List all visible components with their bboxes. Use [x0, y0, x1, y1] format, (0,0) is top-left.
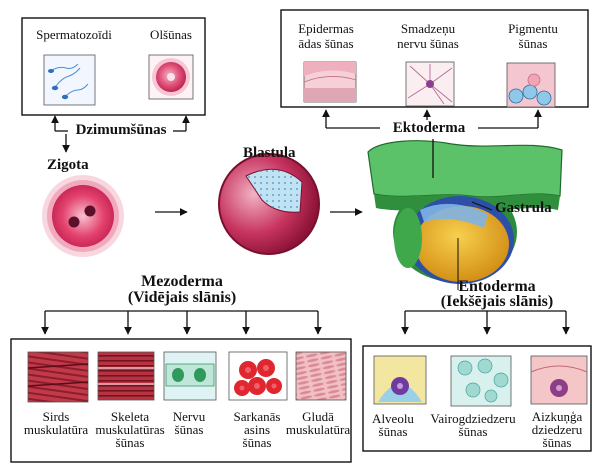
cardiac-muscle-image: [27, 351, 89, 403]
endoderm-bracket: [401, 310, 570, 335]
mesoderm-cell-nerve-line1: Nervu: [172, 409, 206, 424]
ectoderm-cell-epidermis-line2: ādas šūnas: [298, 36, 354, 51]
ectoderm-bracket: [322, 109, 542, 178]
ectoderm-cell-epidermis-line1: Epidermas: [298, 21, 354, 36]
mesoderm-cell-cardiac-line2: muskulatūra: [23, 422, 89, 437]
endoderm-cell-thyroid-line2: šūnas: [458, 424, 488, 439]
skeletal-muscle-image: [97, 351, 155, 401]
egg-label: Olšūnas: [150, 27, 192, 42]
endoderm-cell-pancreatic-line1: Aizkuņģa: [531, 409, 583, 424]
ectoderm-title: Ektoderma: [392, 120, 466, 136]
germ-cells-bracket: [51, 115, 190, 153]
alveolar-cells-image: [373, 355, 427, 405]
germ-cells-title: Dzimumšūnas: [75, 122, 167, 138]
ectoderm-cell-nerve-line2: nervu šūnas: [397, 36, 459, 51]
epidermis-image: [303, 61, 357, 103]
mesoderm-subtitle: (Vidējais slānis): [127, 289, 237, 306]
pancreatic-cells-image: [530, 355, 588, 405]
mesoderm-title: Mezoderma: [141, 273, 223, 290]
endoderm-cell-thyroid-line1: Vairogdziedzeru: [430, 411, 516, 426]
mesoderm-cell-cardiac-line1: Sirds: [42, 409, 70, 424]
brain-nerve-image: [405, 61, 455, 107]
endoderm-cell-alveolar-line2: šūnas: [378, 424, 408, 439]
red-blood-cells-image: [228, 351, 288, 401]
zygote-image: [42, 175, 124, 257]
smooth-muscle-image: [295, 351, 347, 401]
mesoderm-cell-skeletal-line2: muskulatūras: [95, 422, 165, 437]
endoderm-cell-pancreatic-line3: šūnas: [542, 435, 572, 450]
egg-image: [148, 54, 194, 100]
pigment-image: [506, 62, 556, 108]
blastula-image: [218, 153, 320, 255]
gastrula-pointer: [471, 201, 493, 211]
endoderm-cell-alveolar-line1: Alveolu: [372, 411, 414, 426]
nerve-cells-image: [163, 351, 217, 401]
ectoderm-cell-pigment-line2: šūnas: [518, 36, 548, 51]
blastula-label: Blastula: [243, 145, 296, 161]
sperm-label: Spermatozoīdi: [36, 27, 112, 42]
mesoderm-cell-skeletal-line3: šūnas: [115, 435, 145, 450]
sperm-image: [43, 54, 96, 106]
mesoderm-bracket: [41, 310, 322, 335]
ectoderm-cell-pigment-line1: Pigmentu: [508, 21, 558, 36]
gastrula-label: Gastrula: [495, 200, 552, 216]
endoderm-title: Entoderma: [458, 278, 536, 295]
mesoderm-cell-nerve-line2: šūnas: [174, 422, 204, 437]
endoderm-subtitle: (Iekšējais slānis): [440, 293, 554, 310]
mesoderm-cell-smooth-line2: muskulatūra: [285, 422, 351, 437]
zygote-label: Zigota: [47, 157, 89, 173]
ectoderm-cell-nerve-line1: Smadzeņu: [400, 21, 456, 36]
gastrula-image: [367, 140, 563, 284]
mesoderm-cell-rbc-line3: šūnas: [242, 435, 272, 450]
mesoderm-cell-rbc-line1: Sarkanās: [233, 409, 281, 424]
mesoderm-cell-smooth-line1: Gludā: [302, 409, 334, 424]
mesoderm-cell-rbc-line2: asins: [244, 422, 270, 437]
mesoderm-cell-skeletal-line1: Skeleta: [110, 409, 150, 424]
endoderm-cell-pancreatic-line2: dziedzeru: [531, 422, 583, 437]
thyroid-cells-image: [450, 355, 512, 407]
